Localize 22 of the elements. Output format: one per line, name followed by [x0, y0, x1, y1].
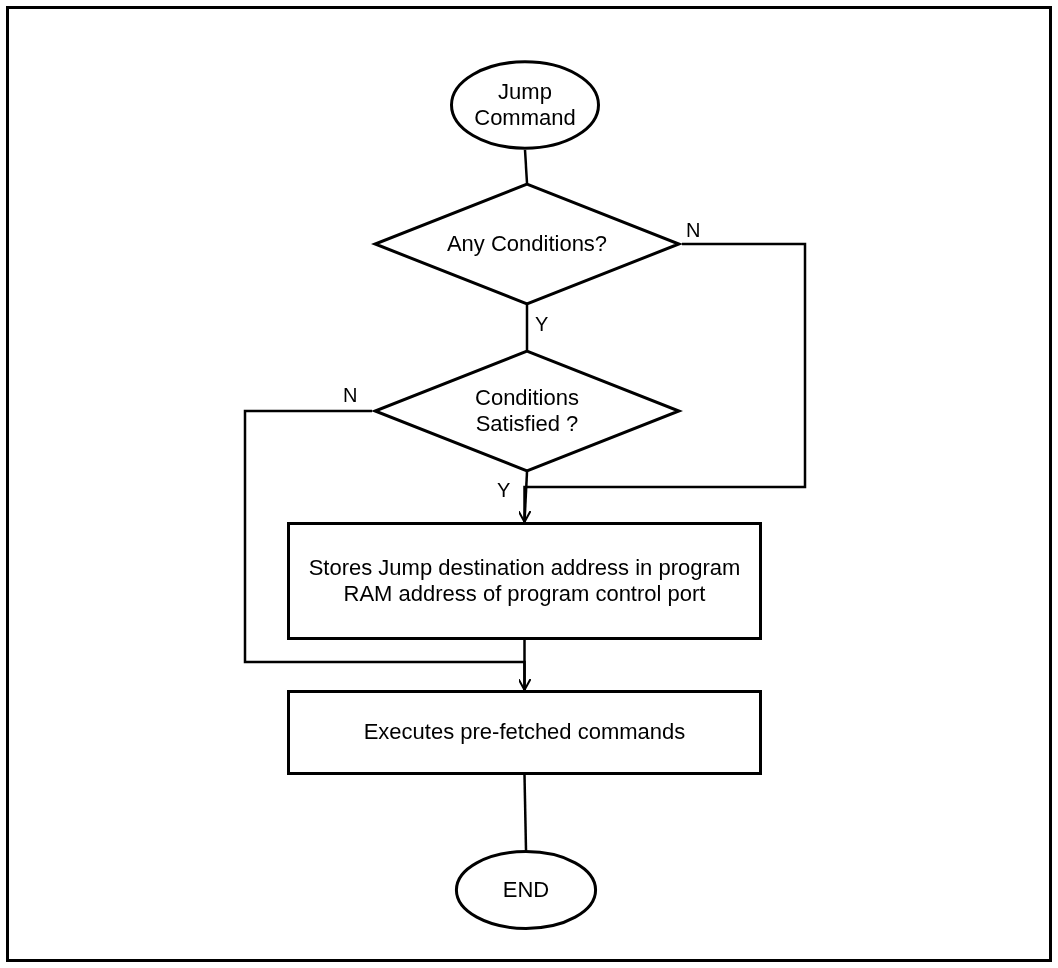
node-text: Conditions Satisfied ? [474, 384, 580, 438]
terminal-ellipse [450, 60, 600, 150]
connector-line [523, 149, 529, 184]
edge-label: N [343, 385, 358, 405]
edge-label: N [686, 220, 701, 240]
process-box [287, 522, 762, 640]
node-text: Stores Jump destination address in program RAM address of program control port [307, 554, 742, 608]
connector-line [517, 242, 807, 523]
terminal-ellipse [455, 850, 597, 930]
connector-line [525, 305, 529, 350]
decision-diamond [372, 183, 682, 305]
node-text: Executes pre-fetched commands [363, 719, 686, 746]
decision-diamond [372, 350, 682, 472]
node-text: END [502, 876, 550, 904]
edge-label: Y [535, 314, 549, 334]
node-text: Any Conditions? [446, 230, 608, 258]
edge-label: Y [497, 480, 511, 500]
node-text: Jump Command [473, 78, 577, 132]
process-box [287, 690, 762, 775]
connector-line [523, 640, 526, 690]
connector-line [523, 774, 528, 851]
connector-line [243, 409, 532, 691]
